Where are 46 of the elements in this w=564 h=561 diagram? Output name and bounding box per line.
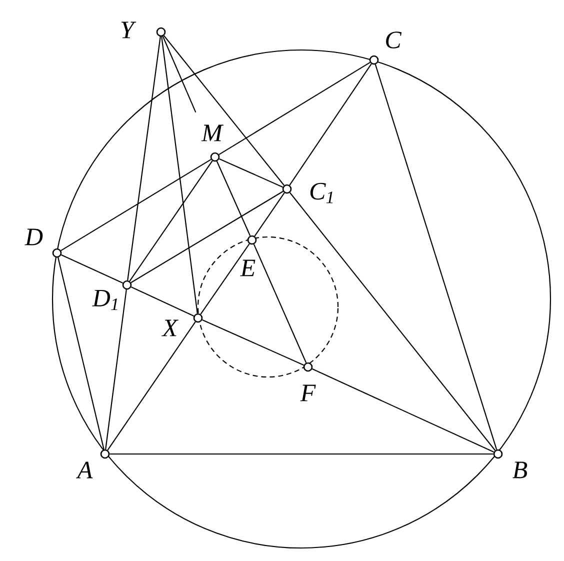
- line-segment: [130, 286, 194, 317]
- line-segment: [129, 160, 213, 282]
- point-label: E: [240, 260, 256, 276]
- point-marker: [52, 248, 62, 258]
- point-label: F: [300, 384, 316, 402]
- point-label: M: [201, 124, 224, 142]
- line-segment: [163, 35, 285, 186]
- line-segment: [202, 319, 304, 366]
- point-marker: [247, 235, 257, 245]
- line-segment: [162, 36, 196, 113]
- line-segment: [253, 244, 307, 363]
- point-label: D$_{1}$: [92, 290, 118, 310]
- point-marker: [122, 280, 132, 290]
- line-segment: [312, 368, 494, 453]
- point-marker: [100, 449, 110, 459]
- line-segment: [200, 244, 250, 314]
- point-label: D: [24, 228, 43, 246]
- point-label: B: [512, 462, 528, 478]
- point-label: C$_{1}$: [310, 182, 333, 204]
- line-segment: [218, 62, 370, 156]
- point-marker: [493, 449, 503, 459]
- line-segment: [130, 190, 284, 284]
- line-segment: [105, 290, 127, 450]
- line-segment: [289, 192, 496, 451]
- point-label: X: [162, 320, 178, 336]
- line-segment: [61, 254, 123, 284]
- point-marker: [156, 27, 166, 37]
- line-segment: [127, 36, 161, 280]
- line-segment: [254, 192, 285, 236]
- point-marker: [193, 313, 203, 323]
- line-segment: [107, 322, 196, 450]
- point-label: C: [386, 32, 402, 48]
- line-segment: [161, 36, 198, 314]
- line-segment: [289, 64, 372, 186]
- point-marker: [210, 152, 220, 162]
- line-segment: [110, 453, 494, 455]
- point-marker: [282, 184, 292, 194]
- line-segment: [216, 161, 251, 236]
- line-segment: [219, 158, 283, 188]
- point-marker: [369, 55, 379, 65]
- point-label: Y: [121, 22, 136, 38]
- line-segment: [374, 64, 498, 450]
- point-label: A: [76, 462, 93, 478]
- line-segment: [58, 257, 104, 450]
- point-marker: [303, 362, 313, 372]
- line-segment: [60, 158, 212, 252]
